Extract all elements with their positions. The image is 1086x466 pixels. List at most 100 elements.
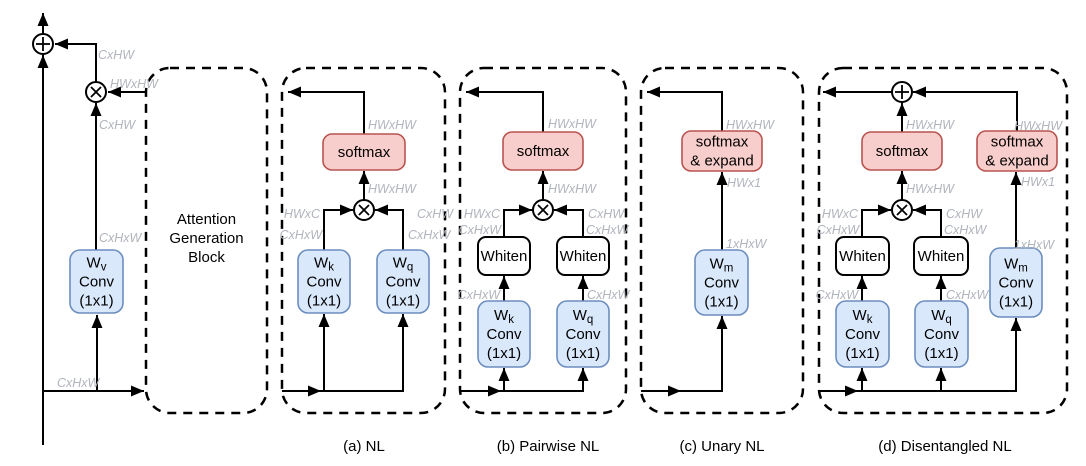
c-wm-conv-node-label: (1x1)	[704, 294, 738, 311]
dim-label: HWxHW	[548, 117, 597, 131]
a-softmax-node-label: softmax	[338, 144, 391, 161]
d-whitenq-to-mul-edge	[913, 204, 942, 237]
dim-label: HWxHW	[906, 182, 955, 196]
dim-label: CxHxW	[586, 223, 630, 237]
mul-to-add-edge	[55, 38, 97, 82]
dim-label: CxHxW	[408, 228, 452, 242]
add-op-main-plus-icon	[32, 33, 54, 55]
dim-label: CxHxW	[944, 223, 988, 237]
d-wm-conv-node-label: Conv	[998, 275, 1034, 292]
d-whiten-q-node: Whiten	[913, 236, 969, 276]
dim-label: HWxC	[284, 207, 321, 221]
dim-label: CxHxW	[99, 231, 143, 245]
dim-label: CxHW	[946, 207, 983, 221]
wv-conv-node-label: Wv	[87, 255, 107, 274]
b-whiten-q-node: Whiten	[556, 236, 610, 276]
d-se-to-add-edge	[913, 86, 1018, 131]
a-wk-conv-node-label: Conv	[306, 274, 342, 291]
dim-label: CxHxW	[816, 288, 860, 302]
caption-c: (c) Unary NL	[679, 438, 764, 455]
dim-label: CxHW	[588, 207, 625, 221]
c-se-out-edge	[647, 86, 723, 131]
dim-label: CxHxW	[946, 288, 990, 302]
d-wm-conv-node-label: (1x1)	[999, 294, 1033, 311]
d-wq-conv-node-label: (1x1)	[924, 345, 958, 362]
block-b	[458, 66, 628, 415]
dim-label: CxHxW	[280, 228, 324, 242]
dim-label: CxHxW	[459, 223, 503, 237]
a-softmax-out-edge	[288, 86, 365, 134]
d-input-to-wm-edge	[856, 318, 1022, 392]
d-softmax-expand-node-label: & expand	[985, 153, 1048, 170]
a-wk-conv-node-label: (1x1)	[307, 293, 341, 310]
d-softmax-expand-node: softmax& expand	[976, 130, 1058, 172]
dim-label: HWxHW	[110, 77, 159, 91]
a-mul-op-times-icon	[353, 199, 375, 221]
a-softmax-node: softmax	[322, 133, 406, 171]
dim-label: 1xHxW	[1014, 238, 1055, 252]
c-wm-conv-node-label: Wm	[710, 256, 734, 275]
dim-label: HWx1	[727, 176, 761, 190]
b-wk-conv-node-label: Conv	[486, 326, 522, 343]
d-mul-op-times-icon	[891, 199, 913, 221]
block-c	[639, 66, 805, 415]
dim-label: HWxHW	[548, 182, 597, 196]
attention-generation-block-label: Attention	[177, 211, 236, 228]
dim-label: CxHxW	[458, 288, 502, 302]
dim-label: 1xHxW	[726, 237, 767, 251]
a-wk-to-mul-edge	[323, 204, 353, 250]
a-wq-to-mul-edge	[375, 204, 404, 250]
b-whitenq-to-mul-edge	[554, 204, 584, 237]
d-whiten-k-node-label: Whiten	[839, 248, 886, 265]
caption-b: (b) Pairwise NL	[497, 438, 600, 455]
a-wq-conv-node-label: Wq	[393, 255, 414, 274]
dim-label: CxHW	[98, 48, 135, 62]
b-whitenk-to-mul-edge	[503, 204, 532, 237]
d-wk-conv-node-label: Wk	[853, 307, 873, 326]
b-softmax-node: softmax	[502, 131, 584, 171]
dim-label: HWxC	[464, 207, 501, 221]
dim-label: CxHW	[417, 207, 454, 221]
c-softmax-expand-node: softmax& expand	[681, 130, 763, 172]
attention-generation-block-label: Block	[188, 249, 225, 266]
dim-label: HWx1	[1021, 175, 1055, 189]
c-wm-conv-node-label: Conv	[704, 275, 740, 292]
d-whiten-q-node-label: Whiten	[918, 248, 965, 265]
d-wm-conv-node-label: Wm	[1004, 256, 1028, 275]
mul-op-main-times-icon	[85, 81, 107, 103]
c-input-to-wm-edge	[679, 316, 728, 392]
wv-conv-node-label: Conv	[79, 274, 115, 291]
b-wk-conv-node-label: (1x1)	[487, 345, 521, 362]
b-wk-conv-node-label: Wk	[494, 307, 514, 326]
b-mul-op-times-icon	[532, 199, 554, 221]
dim-label: CxHxW	[817, 223, 861, 237]
d-wk-conv-node-label: (1x1)	[845, 345, 879, 362]
d-softmax-node-label: softmax	[876, 143, 929, 160]
d-wq-conv-node-label: Conv	[924, 326, 960, 343]
d-whitenk-to-mul-edge	[861, 204, 891, 237]
b-softmax-node-label: softmax	[517, 143, 570, 160]
dim-label: HWxHW	[368, 182, 417, 196]
d-wq-conv-node-label: Wq	[931, 307, 952, 326]
a-wq-conv-node-label: (1x1)	[386, 293, 420, 310]
b-whiten-q-node-label: Whiten	[560, 248, 607, 265]
dim-label: CxHxW	[587, 288, 631, 302]
dim-label: HWxHW	[906, 118, 955, 132]
b-wq-conv-node-label: Wq	[573, 307, 594, 326]
dim-label: HWxC	[822, 207, 859, 221]
b-wq-conv-node-label: (1x1)	[566, 345, 600, 362]
wv-conv-node-label: (1x1)	[79, 293, 113, 310]
dim-label: HWxHW	[368, 118, 417, 132]
b-softmax-out-edge	[466, 86, 544, 132]
dim-label: CxHxW	[57, 376, 101, 390]
b-whiten-k-node: Whiten	[477, 236, 531, 276]
